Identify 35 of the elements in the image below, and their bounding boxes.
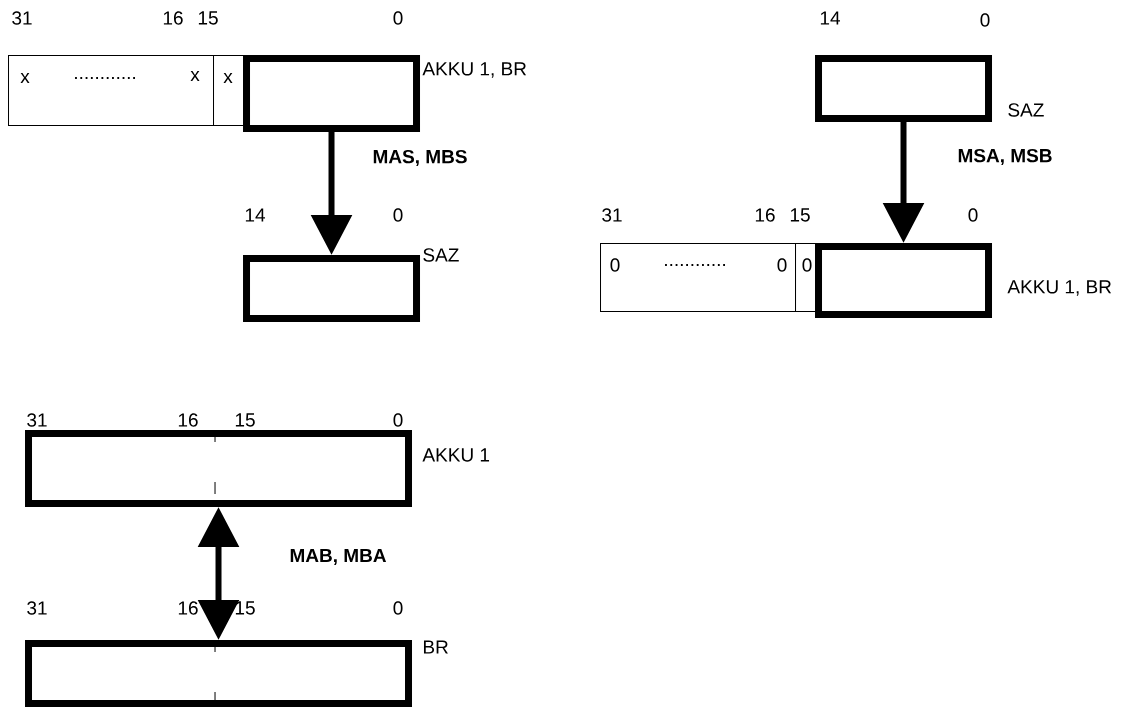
register-box <box>815 243 992 318</box>
register-cell: x <box>213 55 244 126</box>
register-name: AKKU 1, BR <box>422 62 527 78</box>
register-name: SAZ <box>1008 103 1044 117</box>
bit-number: 15 <box>235 601 255 615</box>
register-name: AKKU 1 <box>422 448 490 462</box>
register-box <box>243 55 420 132</box>
register-cell: x ............ x <box>8 55 214 126</box>
bit-number: 0 <box>980 13 990 27</box>
edge-label: MAS, MBS <box>370 147 470 169</box>
bit-number: 0 <box>968 208 978 222</box>
bit-number: 31 <box>12 11 32 25</box>
bit-number: 16 <box>755 208 775 222</box>
bit-number: 31 <box>27 601 47 615</box>
bit-number: 16 <box>163 11 183 25</box>
edge-label: MAB, MBA <box>287 547 389 567</box>
bit-number: 0 <box>393 208 403 222</box>
bit-number: 16 <box>178 601 198 615</box>
bit-number: 0 <box>393 601 403 615</box>
register-box <box>25 430 412 507</box>
edge-label: MSA, MSB <box>955 146 1055 168</box>
bit-number: 0 <box>393 11 403 25</box>
register-box <box>815 55 992 122</box>
register-cell: 0 <box>795 243 816 312</box>
bit-number: 14 <box>245 208 265 222</box>
register-name: BR <box>424 640 448 654</box>
register-cell: 0 ............ 0 <box>600 243 796 312</box>
bit-number: 15 <box>790 208 810 222</box>
register-box <box>243 255 420 322</box>
register-name: SAZ <box>423 248 459 262</box>
register-name: AKKU 1, BR <box>1007 280 1112 296</box>
bit-number: 14 <box>820 11 840 25</box>
bit-number: 31 <box>602 208 622 222</box>
bit-number: 15 <box>198 11 218 25</box>
register-box <box>25 640 412 707</box>
